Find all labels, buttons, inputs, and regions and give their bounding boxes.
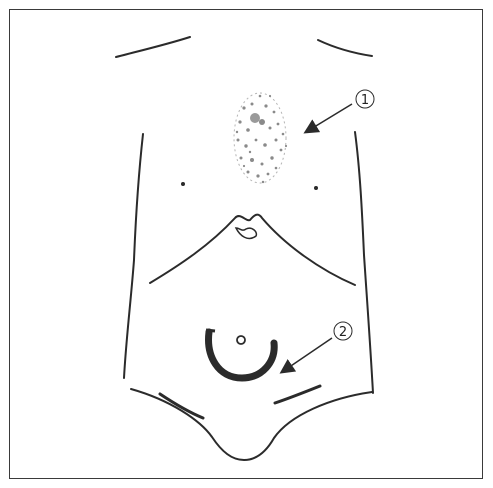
costal-margin-line	[150, 215, 355, 285]
callout-1-arrow	[306, 104, 352, 132]
lesion-2-periumbilical-band	[209, 332, 275, 378]
left-clavicle-line	[116, 37, 190, 57]
right-clavicle-line	[318, 40, 372, 56]
callout-2-arrow	[282, 338, 332, 372]
callout-1-label: 1	[361, 93, 369, 108]
left-torso-outline	[124, 134, 143, 378]
left-inguinal-line	[160, 394, 203, 418]
lesion-1-stippled-patch	[234, 93, 287, 183]
right-inguinal-line	[275, 386, 320, 403]
left-nipple	[181, 182, 185, 186]
umbilicus	[237, 336, 245, 344]
lesion-2-left-cap	[206, 330, 215, 331]
right-torso-outline	[355, 132, 373, 393]
callout-2-label: 2	[339, 325, 347, 340]
xiphoid-process	[236, 228, 256, 238]
lesion-2-inner-edge	[215, 333, 268, 370]
right-nipple	[314, 186, 318, 190]
